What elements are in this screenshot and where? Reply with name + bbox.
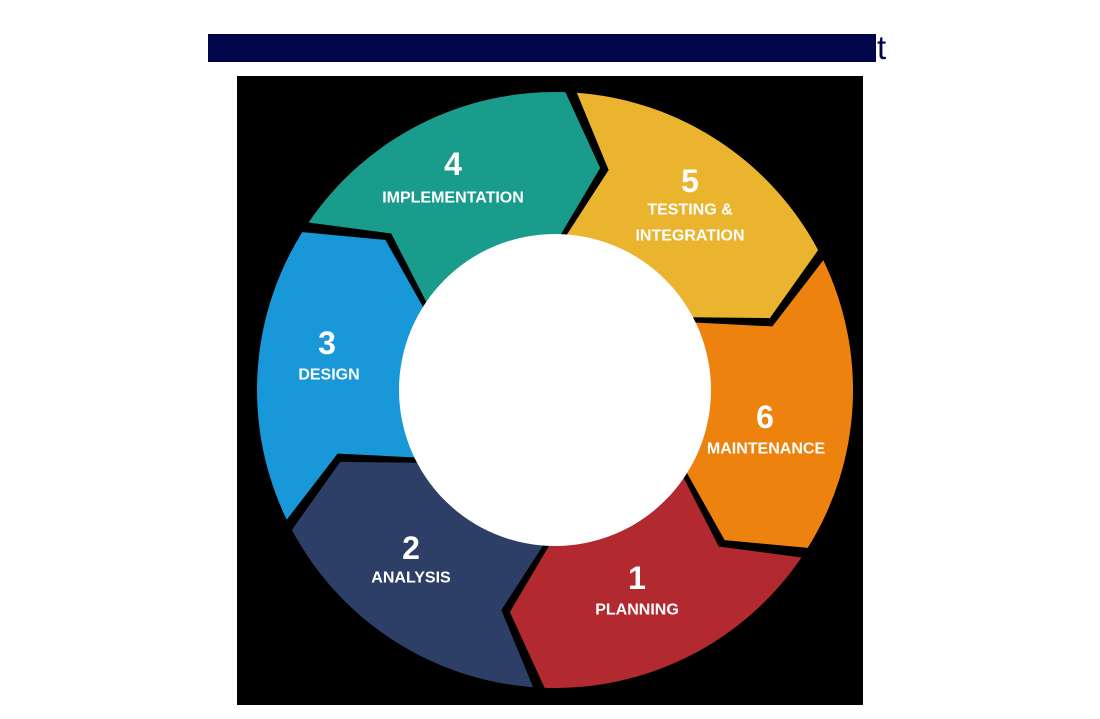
segment-number-design: 3 xyxy=(318,325,336,361)
title-highlight-bar xyxy=(208,34,876,62)
segment-number-implementation: 4 xyxy=(444,146,462,182)
segment-number-planning: 1 xyxy=(628,560,646,596)
segment-implementation xyxy=(308,91,601,303)
segment-analysis xyxy=(291,461,544,688)
segment-label-maintenance: MAINTENANCE xyxy=(707,441,826,458)
title-overflow-text: t xyxy=(877,29,887,66)
segment-label-planning: PLANNING xyxy=(595,602,679,619)
segment-label-implementation: IMPLEMENTATION xyxy=(382,190,524,207)
segment-label-testing-integration: TESTING & xyxy=(647,202,733,219)
segment-label-design: DESIGN xyxy=(298,367,359,384)
segment-number-testing-integration: 5 xyxy=(681,163,699,199)
segment-number-maintenance: 6 xyxy=(756,399,774,435)
segment-testing-integration xyxy=(566,92,819,319)
segment-maintenance xyxy=(686,260,853,548)
segment-number-analysis: 2 xyxy=(402,530,420,566)
center-circle xyxy=(399,234,711,546)
segment-design xyxy=(257,232,424,520)
segment-label-analysis: ANALYSIS xyxy=(371,570,451,587)
segment-planning xyxy=(509,477,802,689)
segment-label-testing-integration: INTEGRATION xyxy=(635,228,744,245)
